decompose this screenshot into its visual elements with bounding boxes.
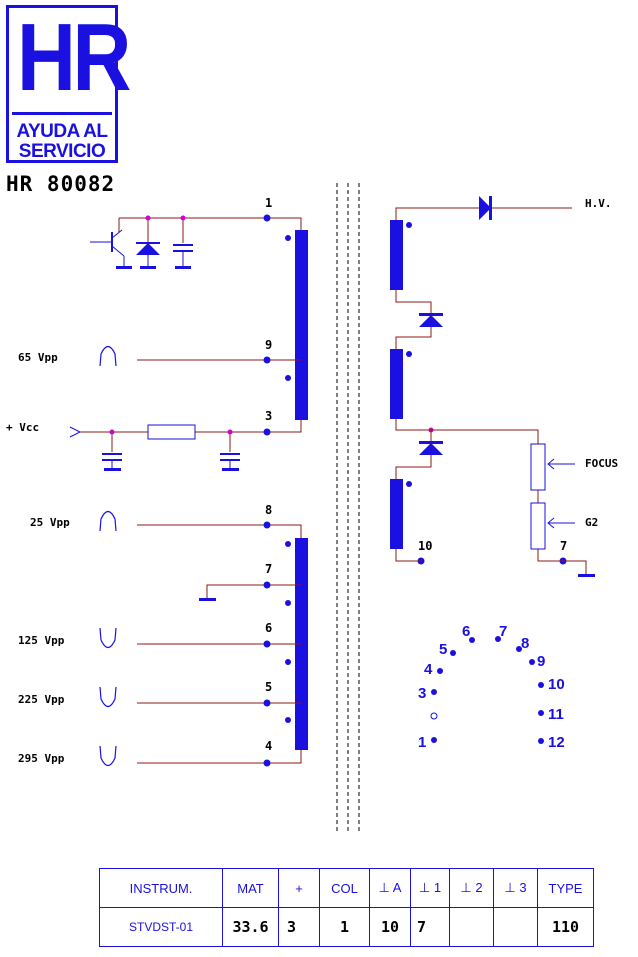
socket-pin-10: 10	[548, 676, 565, 693]
model-title: HR 80082	[6, 172, 116, 196]
signal-225vpp: 225 Vpp	[18, 693, 65, 706]
header-gnd-2: ⊥ 2	[449, 868, 494, 908]
ground-symbols	[104, 266, 595, 601]
pin-10-label: 10	[418, 539, 432, 553]
transistor	[90, 229, 132, 269]
value-type: 110	[537, 907, 594, 947]
damper-diode	[136, 242, 160, 269]
pin-6-label: 6	[265, 621, 272, 635]
polarity-dots	[285, 235, 291, 723]
header-col: COL	[319, 868, 370, 908]
value-plus: 3	[278, 907, 320, 947]
signal-vcc: + Vcc	[6, 421, 39, 434]
pin-4-label: 4	[265, 739, 272, 753]
socket-pin-5: 5	[439, 641, 447, 658]
hv-diodes	[419, 196, 492, 455]
junction-nodes	[109, 215, 434, 435]
primary-winding	[295, 230, 308, 420]
header-mat: MAT	[222, 868, 279, 908]
vcc-arrow	[69, 426, 82, 438]
hv-windings	[390, 220, 412, 549]
header-gnd-a: ⊥ A	[369, 868, 411, 908]
socket-pin-4: 4	[424, 661, 433, 678]
transformer-core	[336, 183, 360, 833]
signal-65vpp: 65 Vpp	[18, 351, 58, 364]
header-plus: +	[278, 868, 320, 908]
value-gnd-3	[493, 907, 538, 947]
value-gnd-2	[449, 907, 494, 947]
logo: HR AYUDA AL SERVICIO	[6, 5, 131, 163]
spec-table: INSTRUM. MAT + COL ⊥ A ⊥ 1 ⊥ 2 ⊥ 3 TYPE …	[99, 868, 594, 947]
header-gnd-1: ⊥ 1	[410, 868, 450, 908]
header-gnd-3: ⊥ 3	[493, 868, 538, 908]
signal-25vpp: 25 Vpp	[30, 516, 70, 529]
spec-value-row: STVDST-01 33.6 3 1 10 7 110	[99, 907, 594, 947]
secondary-winding	[295, 538, 308, 750]
value-instrum: STVDST-01	[99, 907, 223, 947]
focus-g2-divider	[530, 443, 575, 550]
socket-pin-3: 3	[418, 685, 426, 702]
pin-8-label: 8	[265, 503, 272, 517]
pin-3-label: 3	[265, 409, 272, 423]
value-mat: 33.6	[222, 907, 279, 947]
pin-hv7-label: 7	[560, 539, 567, 553]
terminal-pins	[263, 214, 567, 767]
pin-9-label: 9	[265, 338, 272, 352]
hv-wiring	[395, 207, 587, 574]
logo-line1: AYUDA AL	[16, 121, 108, 142]
output-focus: FOCUS	[585, 457, 618, 470]
waveforms	[99, 345, 117, 767]
socket-pin-9: 9	[537, 653, 545, 670]
output-hv: H.V.	[585, 197, 612, 210]
series-resistor	[147, 424, 196, 440]
header-type: TYPE	[537, 868, 594, 908]
pin-7-label: 7	[265, 562, 272, 576]
pin-5-label: 5	[265, 680, 272, 694]
socket-pin-1: 1	[418, 734, 426, 751]
socket-pin-12: 12	[548, 734, 565, 751]
value-gnd-a: 10	[369, 907, 411, 947]
socket-pin-11: 11	[548, 706, 564, 723]
signal-295vpp: 295 Vpp	[18, 752, 65, 765]
socket-pin-6: 6	[462, 623, 470, 640]
socket-pin-8: 8	[521, 635, 529, 652]
header-instrum: INSTRUM.	[99, 868, 223, 908]
spec-header-row: INSTRUM. MAT + COL ⊥ A ⊥ 1 ⊥ 2 ⊥ 3 TYPE	[99, 868, 594, 908]
pin-1-label: 1	[265, 196, 272, 210]
logo-line2: SERVICIO	[18, 141, 106, 162]
output-g2: G2	[585, 516, 598, 529]
logo-divider	[12, 112, 112, 115]
signal-125vpp: 125 Vpp	[18, 634, 65, 647]
socket-pin-7: 7	[499, 623, 507, 640]
value-gnd-1: 7	[410, 907, 450, 947]
socket-diagram: 1 3 4 5 6 7 8 9 10 11 12	[418, 623, 565, 751]
value-col: 1	[319, 907, 370, 947]
capacitors	[102, 244, 240, 469]
